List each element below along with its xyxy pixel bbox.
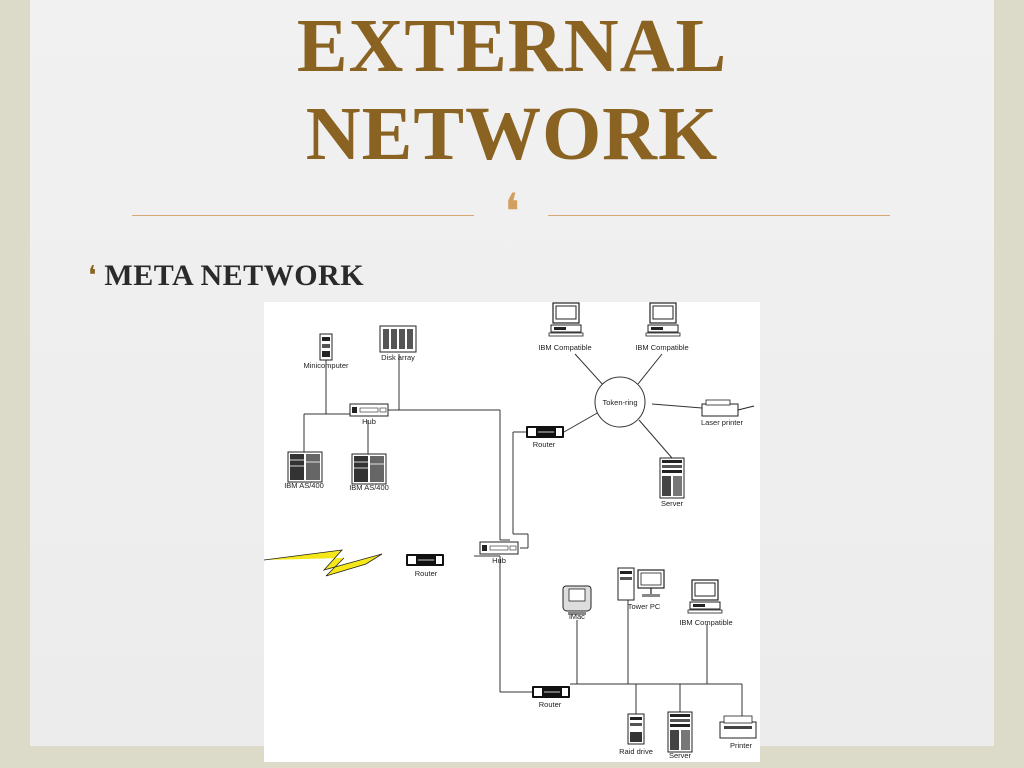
server-ring-icon xyxy=(659,457,685,499)
title-divider-right xyxy=(548,215,890,216)
ibm-compatible-1-icon xyxy=(548,302,584,337)
printer-icon xyxy=(719,715,757,739)
ibm-as400-2-label: IBM AS/400 xyxy=(349,483,389,492)
bullet-text: META NETWORK xyxy=(104,259,365,292)
ibm-compatible-3-label: IBM Compatible xyxy=(679,618,732,627)
raid-drive-label: Raid drive xyxy=(619,747,653,756)
title-divider-left xyxy=(132,215,474,216)
hub-center-icon xyxy=(479,541,519,555)
network-diagram-svg: Token-ring Minicomputer Disk array Hub I… xyxy=(264,302,757,760)
ibm-compatible-2-label: IBM Compatible xyxy=(635,343,688,352)
router-ring-label: Router xyxy=(533,440,556,449)
hub-top-label: Hub xyxy=(362,417,376,426)
raid-drive-icon xyxy=(627,713,645,745)
ibm-as400-2-icon xyxy=(351,453,387,485)
laser-printer-icon xyxy=(701,399,755,417)
lightning-bolt-icon xyxy=(264,549,383,577)
ibm-as400-1-label: IBM AS/400 xyxy=(284,481,324,490)
token-ring-label: Token-ring xyxy=(602,398,637,407)
router-bottom-icon xyxy=(531,685,571,699)
hub-top-icon xyxy=(349,403,389,417)
hub-center-label: Hub xyxy=(492,556,506,565)
bullet-item: ❛ META NETWORK xyxy=(88,256,364,296)
minicomputer-label: Minicomputer xyxy=(303,361,349,370)
slide-title: EXTERNAL NETWORK xyxy=(0,2,1024,178)
imac-icon xyxy=(562,585,592,615)
network-diagram: Token-ring Minicomputer Disk array Hub I… xyxy=(264,302,760,762)
server-ring-label: Server xyxy=(661,499,684,508)
minicomputer-icon xyxy=(319,333,333,361)
ibm-compatible-3-icon xyxy=(687,579,723,614)
laser-printer-label: Laser printer xyxy=(701,418,744,427)
server-bottom-icon xyxy=(667,711,693,753)
ibm-as400-1-icon xyxy=(287,451,323,483)
bullet-icon: ❛ xyxy=(88,261,97,290)
title-line-2: NETWORK xyxy=(305,92,719,176)
router-bottom-label: Router xyxy=(539,700,562,709)
imac-label: iMac xyxy=(569,612,585,621)
tower-pc-icon xyxy=(617,567,665,601)
disk-array-label: Disk array xyxy=(381,353,415,362)
connection-lines xyxy=(303,353,743,716)
printer-label: Printer xyxy=(730,741,753,750)
router-left-label: Router xyxy=(415,569,438,578)
router-left-icon xyxy=(405,553,445,567)
disk-array-icon xyxy=(379,325,417,353)
ibm-compatible-2-icon xyxy=(645,302,681,337)
tower-pc-label: Tower PC xyxy=(628,602,661,611)
ibm-compatible-1-label: IBM Compatible xyxy=(538,343,591,352)
router-ring-icon xyxy=(525,425,565,439)
title-line-1: EXTERNAL xyxy=(296,4,728,88)
server-bottom-label: Server xyxy=(669,751,692,760)
token-ring-node xyxy=(594,376,646,428)
flourish-icon: ❛ xyxy=(503,184,521,240)
